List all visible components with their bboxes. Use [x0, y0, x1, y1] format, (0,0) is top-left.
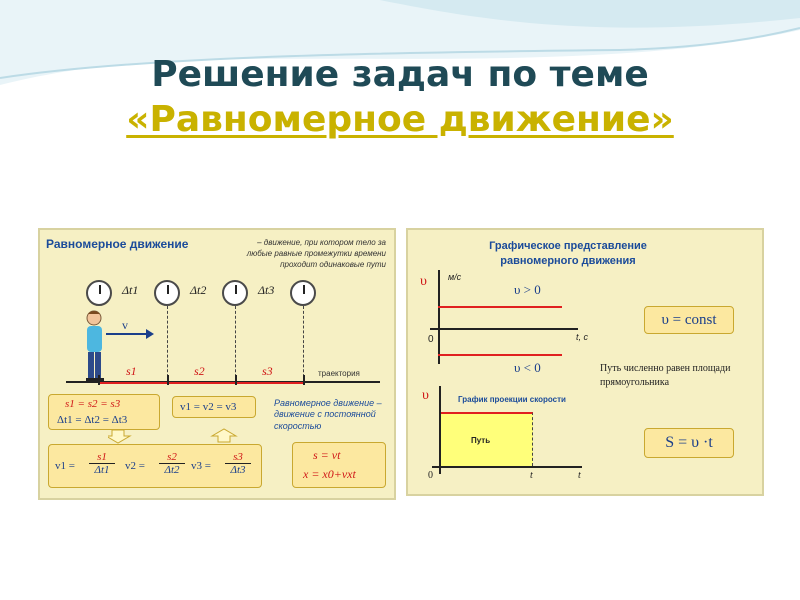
definition-text: – движение, при котором тело за любые ра… — [246, 238, 386, 269]
axis-tick — [303, 375, 305, 385]
slide-title: Решение задач по теме «Равномерное движе… — [0, 52, 800, 142]
title-line2: «Равномерное движение» — [126, 99, 674, 140]
x-axis-2 — [432, 466, 582, 468]
time-interval-1: Δt1 — [122, 283, 139, 297]
trajectory-label: траектория — [318, 369, 360, 378]
uniform-definition: Равномерное движение – движение с постоя… — [274, 398, 382, 431]
segment-line — [98, 382, 168, 384]
x-axis — [430, 328, 578, 330]
dashed-line — [303, 306, 304, 382]
v1-numerator: s1 — [89, 451, 115, 464]
positive-velocity-line — [438, 306, 562, 308]
v2-denominator: Δt2 — [164, 464, 180, 476]
v1-fraction: s1 Δt1 — [89, 451, 115, 476]
v3-denominator: Δt3 — [230, 464, 246, 476]
velocity-axis-label: υ — [420, 274, 427, 289]
segment-line — [236, 382, 304, 384]
axis-tick — [235, 375, 237, 385]
clock-icon — [154, 280, 180, 306]
segments-equal: s1 = s2 = s3 — [65, 398, 121, 410]
clock-icon — [290, 280, 316, 306]
equations-box: s = vt x = x0+vxt — [292, 442, 386, 488]
positive-velocity-label: υ > 0 — [514, 282, 541, 297]
equality-box: s1 = s2 = s3 Δt1 = Δt2 = Δt3 — [48, 394, 160, 430]
panel-heading: Равномерное движение — [46, 237, 189, 251]
v3-fraction: s3 Δt3 — [225, 451, 251, 476]
person-figure — [86, 310, 104, 382]
t-axis-label: t — [578, 470, 581, 481]
negative-velocity-label: υ < 0 — [514, 360, 541, 375]
fractions-box: v1 = s1 Δt1 v2 = s2 Δt2 v3 = s3 Δt3 — [48, 444, 262, 488]
v3-numerator: s3 — [225, 451, 251, 464]
connector-arrows — [108, 428, 238, 444]
v1-lhs: v1 = — [55, 460, 75, 472]
v1-denominator: Δt1 — [94, 464, 110, 476]
graph-heading: Графическое представление равномерного д… — [448, 239, 688, 269]
clock-icon — [86, 280, 112, 306]
velocity-graph-title: График проекции скорости — [458, 395, 566, 404]
area-label: Путь — [471, 436, 491, 445]
uniform-motion-panel: Равномерное движение – движение, при кот… — [38, 228, 396, 500]
const-formula-box: υ = const — [644, 306, 734, 334]
intervals-equal: Δt1 = Δt2 = Δt3 — [57, 414, 128, 426]
area-rectangle: Путь — [441, 412, 533, 466]
clock-icon — [222, 280, 248, 306]
t-mark: t — [530, 470, 533, 481]
v2-fraction: s2 Δt2 — [159, 451, 185, 476]
negative-velocity-line — [438, 354, 562, 356]
graph-heading-line2: равномерного движения — [500, 254, 636, 267]
segment-label-2: s2 — [194, 364, 205, 378]
dashed-line — [167, 306, 168, 382]
v2-lhs: v2 = — [125, 460, 145, 472]
velocity-axis-label-2: υ — [422, 388, 429, 403]
coordinate-equation: x = x0+vxt — [303, 467, 356, 481]
segment-label-3: s3 — [262, 364, 273, 378]
path-formula-box: S = υ ·t — [644, 428, 734, 458]
velocity-arrow — [106, 329, 154, 339]
segment-label-1: s1 — [126, 364, 137, 378]
v2-numerator: s2 — [159, 451, 185, 464]
v3-lhs: v3 = — [191, 460, 211, 472]
unit-label: м/с — [448, 272, 462, 282]
title-line1: Решение задач по теме — [151, 54, 649, 95]
graphical-panel: Графическое представление равномерного д… — [406, 228, 764, 496]
origin-label: 0 — [428, 334, 434, 345]
graph-heading-line1: Графическое представление — [489, 240, 647, 252]
segment-line — [168, 382, 236, 384]
time-axis-label: t, c — [576, 332, 589, 342]
vector-equation: s = vt — [313, 448, 341, 462]
y-axis — [438, 270, 440, 364]
velocity-equal-box: v1 = v2 = v3 — [172, 396, 256, 418]
y-axis-2 — [439, 386, 441, 474]
velocities-equal: v1 = v2 = v3 — [180, 401, 237, 413]
axis-tick — [167, 375, 169, 385]
dashed-line — [235, 306, 236, 382]
decorative-wave — [0, 0, 800, 85]
area-note: Путь численно равен площади прямоугольни… — [600, 363, 731, 388]
velocity-label: v — [122, 318, 128, 332]
axis-tick — [98, 375, 100, 385]
time-interval-2: Δt2 — [190, 283, 207, 297]
origin-label-2: 0 — [428, 470, 433, 481]
time-interval-3: Δt3 — [258, 283, 275, 297]
